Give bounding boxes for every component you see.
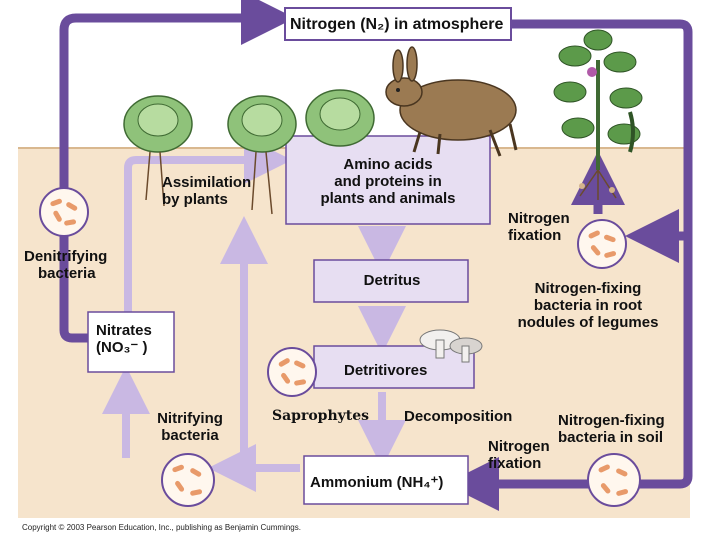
nitrifying-line-2: bacteria xyxy=(161,427,219,444)
bacteria-circles xyxy=(39,187,641,507)
nitrates-box xyxy=(87,311,175,373)
saprophytes-label: Saprophytes xyxy=(272,408,370,424)
legume-bacteria-label: Nitrogen-fixing bacteria in root nodules… xyxy=(508,280,668,331)
amino-acids-line-3: plants and animals xyxy=(320,190,456,207)
amino-acids-box xyxy=(285,135,491,225)
cabbage-plants-icon xyxy=(123,89,375,215)
detritivores-label: Detritivores xyxy=(344,362,428,379)
atmosphere-label: Nitrogen (N₂) in atmosphere xyxy=(290,16,504,33)
denitrifying-line-2: bacteria xyxy=(38,265,96,282)
fixation-soil-arrow xyxy=(445,19,693,511)
fixation-top-label: Nitrogen fixation xyxy=(508,210,570,244)
fixation-top-line-2: fixation xyxy=(508,227,562,244)
soil-bacteria-icon xyxy=(587,453,641,507)
soil-bacteria-line-2: bacteria in soil xyxy=(558,429,664,446)
amino-acids-line-2: and proteins in xyxy=(334,173,442,190)
fixation-top-line-1: Nitrogen xyxy=(508,210,570,227)
saprophyte-bacteria-icon xyxy=(267,347,317,397)
legume-nodule-bacteria-icon xyxy=(577,219,627,269)
denitrifying-label: Denitrifying bacteria xyxy=(24,248,107,282)
assimilation-line-1: Assimilation xyxy=(162,174,252,191)
detritus-box xyxy=(313,259,469,303)
fixation-bottom-line-1: Nitrogen xyxy=(488,438,550,455)
decomposition-label: Decomposition xyxy=(404,408,513,425)
atmosphere-box xyxy=(284,7,512,41)
assimilation-line-2: by plants xyxy=(162,191,228,208)
denitrification-arrow xyxy=(59,0,295,343)
nitrates-label: Nitrates (NO₃⁻ ) xyxy=(96,322,152,356)
detritivores-box xyxy=(313,345,475,389)
soil-bacteria-line-1: Nitrogen-fixing xyxy=(558,412,665,429)
legume-plant-icon xyxy=(553,29,643,200)
assimilation-label: Assimilation by plants xyxy=(162,174,251,208)
amino-acids-line-1: Amino acids xyxy=(343,156,433,173)
nitrates-line-1: Nitrates xyxy=(96,322,152,339)
ammonium-label: Ammonium (NH₄⁺) xyxy=(310,474,444,491)
assimilation-arrow xyxy=(124,136,292,312)
soil-bacteria-label: Nitrogen-fixing bacteria in soil xyxy=(558,412,665,446)
fixation-bottom-label: Nitrogen fixation xyxy=(488,438,550,472)
detritus-label: Detritus xyxy=(363,272,421,289)
copyright-notice: Copyright © 2003 Pearson Education, Inc.… xyxy=(22,523,301,532)
legume-bacteria-line-1: Nitrogen-fixing xyxy=(534,280,642,297)
rabbit-icon xyxy=(385,46,518,157)
ammonium-box xyxy=(303,455,469,505)
denitrifying-bacteria-icon xyxy=(39,187,89,237)
nitrifying-line-1: Nitrifying xyxy=(157,410,223,427)
amino-acids-label: Amino acids and proteins in plants and a… xyxy=(292,156,484,207)
nitrifying-bacteria-icon xyxy=(161,453,215,507)
nitrates-line-2: (NO₃⁻ ) xyxy=(96,339,148,356)
denitrifying-line-1: Denitrifying xyxy=(24,248,108,265)
legume-bacteria-line-3: nodules of legumes xyxy=(517,314,659,331)
fixation-bottom-line-2: fixation xyxy=(488,455,542,472)
mushrooms-icon xyxy=(419,329,483,363)
nitrifying-label: Nitrifying bacteria xyxy=(150,410,230,444)
legume-bacteria-line-2: bacteria in root xyxy=(533,297,643,314)
